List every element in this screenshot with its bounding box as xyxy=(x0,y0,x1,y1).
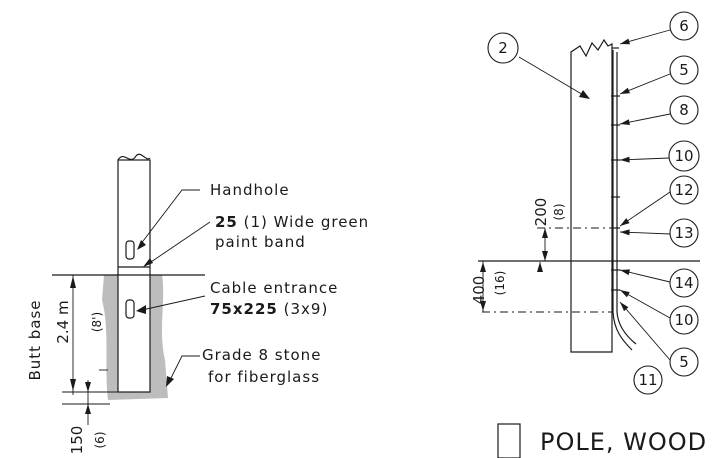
callout-balloon xyxy=(669,95,699,125)
bottom-arrow-bottom xyxy=(85,404,91,414)
dim-200: 200 xyxy=(532,198,550,227)
dim-400-arrow-b xyxy=(480,301,486,311)
butt-base-label: Butt base xyxy=(26,299,44,380)
callout-number: 10 xyxy=(674,147,693,165)
callout-balloon xyxy=(487,32,519,64)
handhole xyxy=(125,240,135,260)
callout-arrow xyxy=(620,38,630,45)
callout-arrow xyxy=(620,119,630,126)
bottom-dim: 150 xyxy=(68,426,86,455)
wood-pole xyxy=(570,38,613,353)
dim-400: 400 xyxy=(470,276,488,305)
callout-number: 6 xyxy=(679,17,689,35)
callout-balloon xyxy=(669,11,699,41)
callout-leader xyxy=(619,191,671,227)
dim-200-imperial: (8) xyxy=(552,204,566,221)
left-pole-detail: Handhole 25 (1) Wide green paint band Ca… xyxy=(26,153,369,455)
callout-number: 13 xyxy=(674,224,693,242)
callout-leader xyxy=(619,301,671,361)
band-size: 25 xyxy=(215,213,238,231)
callout-arrow xyxy=(620,87,630,94)
callout-group: 2 6 5 8 10 12 13 14 10 5 11 xyxy=(487,11,700,395)
callout-number: 14 xyxy=(674,274,693,292)
callout-number: 8 xyxy=(679,101,689,119)
dim-400-arrow-t xyxy=(480,262,486,272)
cable-entrance xyxy=(125,299,135,319)
cable-label: Cable entrance xyxy=(210,279,338,297)
dim-200-arrow xyxy=(542,228,548,238)
cable-size: 75x225 xyxy=(210,300,278,318)
band-desc: (1) Wide green xyxy=(238,213,369,231)
callout-arrow xyxy=(620,229,630,236)
bottom-dim-imperial: (6) xyxy=(93,432,107,449)
callout-arrow xyxy=(620,218,630,226)
dim-400-imperial: (16) xyxy=(493,271,507,296)
callout-2-arrow xyxy=(579,90,590,99)
handhole-label: Handhole xyxy=(210,181,290,199)
band-label: 25 (1) Wide green xyxy=(215,213,369,231)
callout-number: 2 xyxy=(498,39,508,57)
callout-balloon xyxy=(669,218,699,248)
grade-leader xyxy=(169,355,200,381)
cable-arrow xyxy=(136,305,146,314)
right-pole-detail: 200 (8) 400 (16) xyxy=(470,38,700,353)
callout-balloon xyxy=(668,140,700,172)
callout-2-leader xyxy=(518,56,586,97)
left-pole-break xyxy=(117,153,151,161)
legend-title: POLE, WOOD xyxy=(540,428,707,456)
bottom-arrow-top xyxy=(85,382,91,392)
grade-arrow xyxy=(166,376,174,387)
conduit-straps xyxy=(611,95,620,291)
cable-size-imperial: (3x9) xyxy=(278,300,328,318)
dim-400-arrow-mid xyxy=(537,262,543,272)
callout-number: 12 xyxy=(674,181,693,199)
stone-backfill xyxy=(102,275,168,400)
callout-arrow xyxy=(620,269,630,276)
callout-balloon xyxy=(669,305,699,335)
depth-arrow-bottom xyxy=(70,379,76,391)
handhole-leader xyxy=(139,189,200,246)
conduit-sweep-inner xyxy=(616,311,637,345)
callout-balloon xyxy=(669,55,699,85)
legend: POLE, WOOD xyxy=(497,423,707,458)
callout-arrow xyxy=(620,290,630,298)
dim-200-arrow-b xyxy=(542,251,548,261)
callout-arrow xyxy=(620,156,630,163)
callout-balloon xyxy=(669,175,699,205)
conduit-sweep xyxy=(612,311,633,351)
callout-balloon xyxy=(633,365,663,395)
depth-imperial: (8') xyxy=(90,312,104,332)
band-label-2: paint band xyxy=(215,233,306,251)
grade-label-1: Grade 8 stone xyxy=(202,346,321,364)
callout-number: 5 xyxy=(679,61,689,79)
cable-size-label: 75x225 (3x9) xyxy=(210,300,328,318)
callout-balloon xyxy=(669,347,699,377)
callout-arrow xyxy=(620,302,629,312)
legend-swatch xyxy=(497,423,521,458)
callout-number: 10 xyxy=(674,311,693,329)
depth-arrow-top xyxy=(70,276,76,288)
callout-number: 11 xyxy=(638,371,657,389)
left-pole xyxy=(117,159,151,393)
grade-label-2: for fiberglass xyxy=(208,368,320,386)
callout-balloon xyxy=(669,268,699,298)
callout-number: 5 xyxy=(679,353,689,371)
band-arrow xyxy=(143,258,153,267)
cable-leader xyxy=(141,295,206,311)
depth-value: 2.4 m xyxy=(54,300,72,343)
band-leader xyxy=(147,221,211,265)
handhole-arrow xyxy=(137,240,146,250)
